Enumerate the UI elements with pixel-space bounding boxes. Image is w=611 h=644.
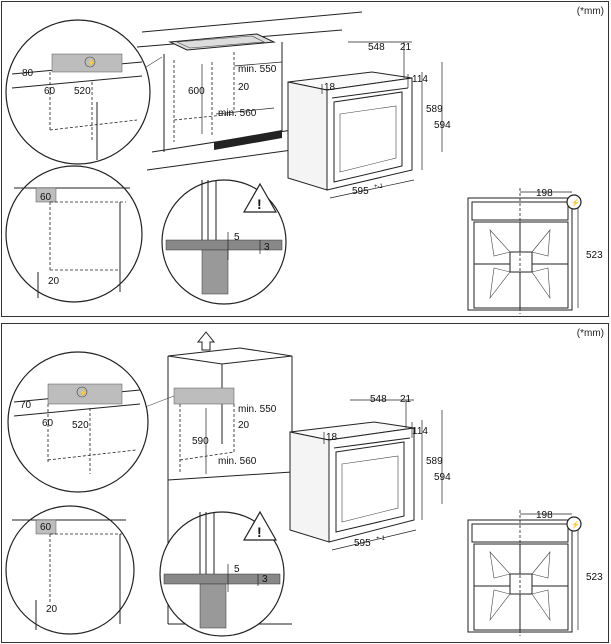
dim-oven-height-b: 594 — [434, 120, 451, 131]
svg-text:⚡: ⚡ — [79, 388, 88, 397]
oven-unit — [289, 399, 443, 551]
detail-circle-socket: ⚡ — [5, 19, 151, 165]
dim-oven-top: 18 — [326, 432, 338, 443]
dim-cabinet-height: 600 — [188, 86, 205, 97]
dim-cabinet-gap: 20 — [238, 82, 250, 93]
dim-cabinet-width: min. 560 — [218, 108, 257, 119]
unit-label: (*mm) — [576, 328, 604, 339]
dim-clearance-top: 5 — [234, 232, 240, 243]
dim-oven-top: 18 — [324, 82, 336, 93]
dim-oven-panel: 114 — [412, 426, 428, 437]
cabinet — [163, 42, 283, 152]
detail-circle-clearance — [159, 511, 285, 637]
oven-unit — [287, 41, 443, 199]
dim-socket-depth: 520 — [72, 420, 89, 431]
dim-corner-depth: 60 — [40, 192, 52, 203]
dim-cabinet-depth: min. 550 — [238, 64, 277, 75]
dim-oven-width: 595 — [354, 538, 371, 549]
dim-socket-height: 80 — [22, 68, 34, 79]
svg-text:⚡: ⚡ — [87, 58, 96, 67]
dim-oven-height-b: 594 — [434, 472, 451, 483]
dim-corner-gap: 20 — [46, 604, 58, 615]
dim-oven-depth: 548 — [370, 394, 387, 405]
installation-diagram: 600 min. 550 20 min. 560 ⚡ 80 60 520 — [5, 11, 603, 314]
dim-corner-gap: 20 — [48, 276, 60, 287]
svg-text:⚡: ⚡ — [571, 198, 580, 207]
installation-panel-under-counter: (*mm) 600 min. 550 20 mi — [1, 1, 609, 317]
svg-text:!: ! — [257, 524, 262, 540]
dim-oven-width-tolerance: +-1 — [376, 536, 386, 542]
dim-clearance-bottom: 3 — [264, 242, 270, 253]
dim-oven-front: 21 — [400, 42, 412, 53]
dim-clearance-bottom: 3 — [262, 574, 268, 585]
svg-text:⚡: ⚡ — [571, 520, 580, 529]
hob-top-view: ⚡ — [467, 188, 582, 314]
dim-socket-offset: 60 — [42, 418, 54, 429]
installation-panel-column: (*mm) 590 min. 550 20 min. 560 — [1, 323, 609, 643]
dim-oven-front: 21 — [400, 394, 412, 405]
dim-oven-width-tolerance: +-1 — [374, 184, 384, 190]
dim-cabinet-width: min. 560 — [218, 456, 257, 467]
dim-cabinet-depth: min. 550 — [238, 404, 277, 415]
dim-hob-depth: 523 — [586, 250, 603, 261]
dim-hob-offset: 198 — [536, 510, 553, 521]
arrow-up-icon — [196, 331, 216, 351]
dim-hob-offset: 198 — [536, 188, 553, 199]
dim-cabinet-height: 590 — [192, 436, 209, 447]
detail-circle-socket: ⚡ — [7, 351, 149, 493]
dim-hob-depth: 523 — [586, 572, 603, 583]
warning-icon: ! — [242, 510, 278, 541]
dim-oven-depth: 548 — [368, 42, 385, 53]
dim-oven-width: 595 — [352, 186, 369, 197]
hob-cutout — [168, 33, 276, 51]
detail-circle-cabinet-corner — [5, 165, 143, 303]
dim-oven-panel: 114 — [412, 74, 428, 85]
svg-text:!: ! — [257, 196, 262, 212]
detail-circle-cabinet-corner — [5, 505, 135, 635]
dim-socket-depth: 520 — [74, 86, 91, 97]
hob-top-view: ⚡ — [467, 510, 582, 636]
warning-icon: ! — [242, 182, 278, 213]
dim-cabinet-gap: 20 — [238, 420, 250, 431]
dim-socket-offset: 60 — [44, 86, 56, 97]
dim-oven-height-a: 589 — [426, 456, 443, 467]
installation-diagram: 590 min. 550 20 min. 560 ⚡ 70 60 520 — [5, 331, 603, 637]
unit-label: (*mm) — [576, 6, 604, 17]
dim-oven-height-a: 589 — [426, 104, 443, 115]
dim-clearance-top: 5 — [234, 564, 240, 575]
dim-socket-height: 70 — [20, 400, 32, 411]
dim-corner-depth: 60 — [40, 522, 52, 533]
